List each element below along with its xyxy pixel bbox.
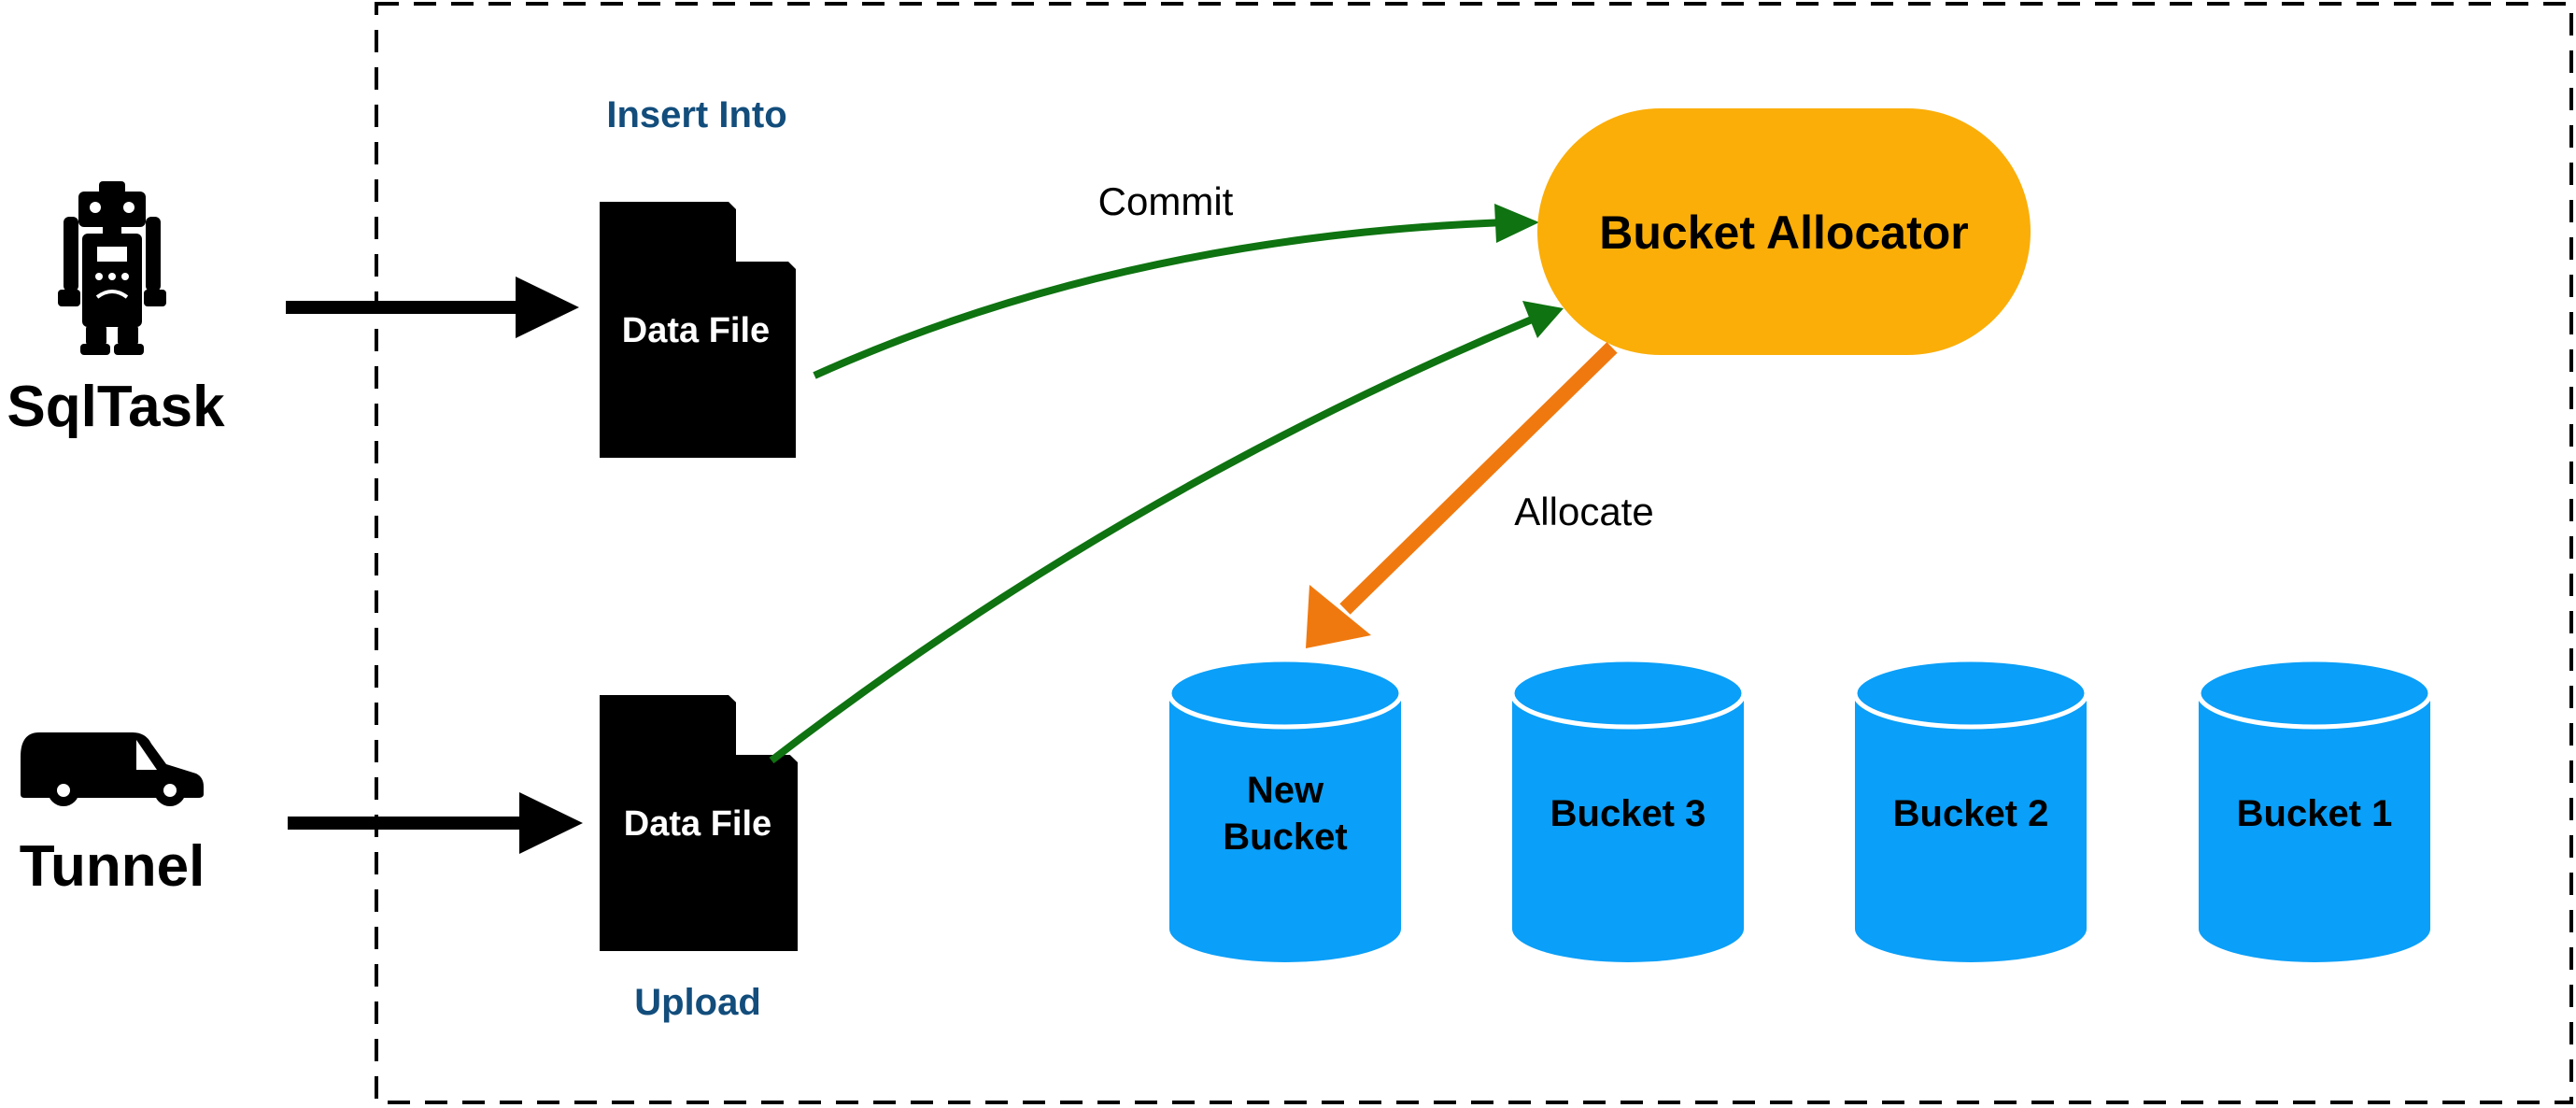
bucket-label: Bucket 1 [2237,793,2393,834]
data-file-label: Data File [622,311,770,350]
bucket-allocator: Bucket Allocator [1537,108,2031,355]
bucket-cylinder: Bucket 2 [1852,657,2089,962]
bucket-cylinder: Bucket 3 [1509,657,1747,962]
bucket-allocator-label: Bucket Allocator [1599,206,1968,259]
bucket-lid [1852,657,2089,730]
bucket-cylinder: Bucket 1 [2196,657,2433,962]
insert-data-file: Insert Into Data File [600,94,796,458]
bucket-lid [1509,657,1747,730]
sqltask-to-file-arrow [286,277,579,338]
tunnel-to-file-arrow [288,792,583,854]
tunnel-actor: Tunnel [20,732,205,899]
allocate-arrow [1306,342,1618,648]
robot-icon [58,181,166,355]
sqltask-actor: SqlTask [7,181,225,439]
document-icon [600,695,798,951]
commit-arrow-from-insert [813,204,1539,379]
upload-caption: Upload [634,982,761,1023]
bucket-lid [1167,657,1404,730]
bucket-label: New [1247,770,1324,811]
insert-into-caption: Insert Into [606,94,786,135]
bucket-body [1855,693,2087,962]
system-boundary [375,2,2573,1104]
bucket-label: Bucket 3 [1550,793,1706,834]
bucket-body [2199,693,2430,962]
bucket-label: Bucket [1223,817,1347,858]
document-icon [600,202,796,458]
bucket-label: Bucket 2 [1893,793,2049,834]
commit-label: Commit [1098,179,1234,223]
commit-arrow-from-upload [769,301,1564,764]
sqltask-label: SqlTask [7,375,225,439]
data-file-label: Data File [624,804,771,844]
tunnel-label: Tunnel [20,834,205,899]
allocate-label: Allocate [1514,490,1653,533]
bucket-body [1512,693,1744,962]
bucket-lid [2196,657,2433,730]
van-icon [21,732,204,806]
bucket-body [1169,693,1401,962]
upload-data-file: Data File Upload [600,695,798,1023]
